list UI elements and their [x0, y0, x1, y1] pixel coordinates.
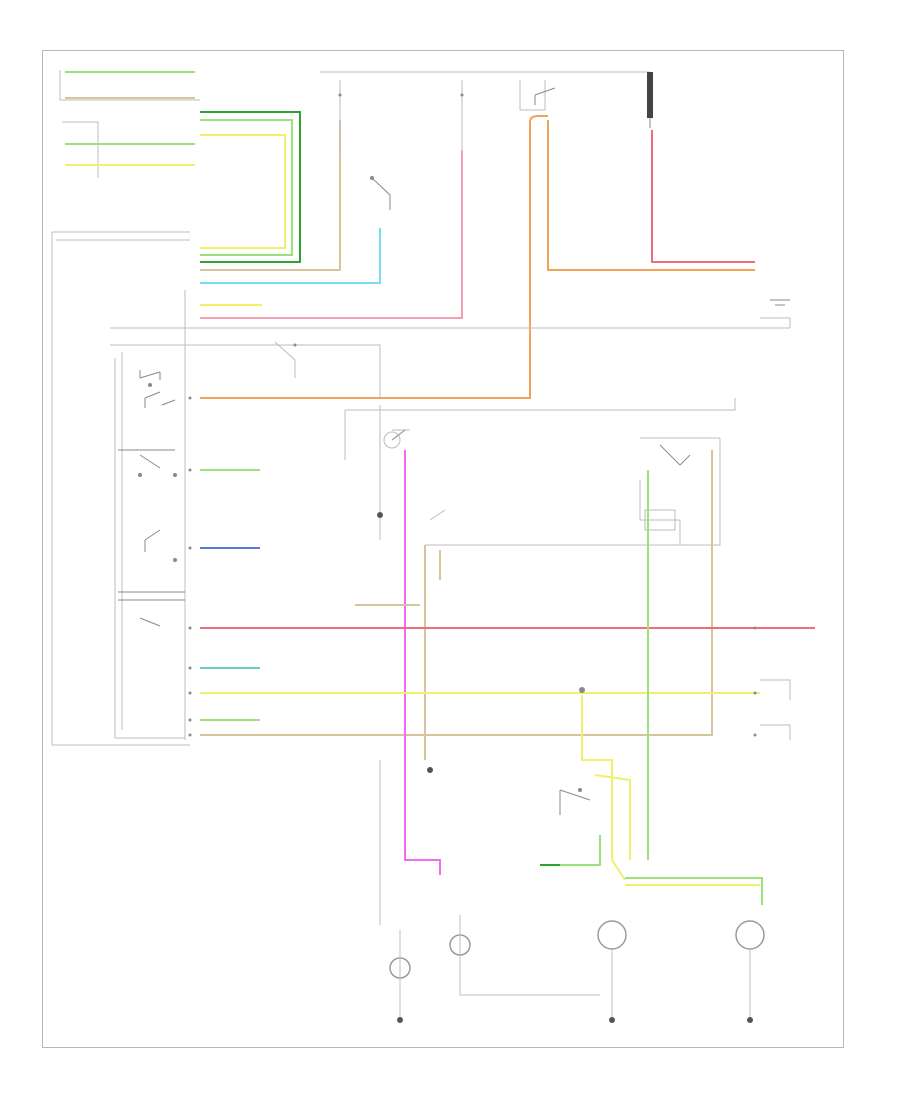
ground-icon	[609, 1017, 615, 1023]
left-module	[51, 70, 200, 746]
junction-node	[579, 687, 585, 693]
connector-dots	[188, 396, 757, 737]
ground-icon	[377, 512, 383, 518]
top-fuse-area	[320, 71, 650, 210]
orange-wire-right	[547, 120, 755, 271]
ground-icon	[397, 1017, 403, 1023]
battery-feed-wire	[651, 130, 755, 263]
diagram-frame	[42, 50, 844, 1048]
center-switch	[379, 405, 721, 546]
ground-icon	[427, 767, 433, 773]
ground-icon	[747, 1017, 753, 1023]
module-contact	[173, 558, 177, 562]
module-switches	[118, 370, 185, 627]
orange-wire-left	[200, 120, 531, 399]
tan-wire-bottom	[200, 450, 713, 736]
grey-buses	[110, 299, 791, 460]
module-contact	[173, 473, 177, 477]
module-contact	[138, 473, 142, 477]
lamps	[379, 760, 765, 1018]
ground-symbols	[377, 512, 753, 1023]
lower-junction	[540, 687, 763, 905]
junction-node	[578, 788, 582, 792]
top-left-wires	[65, 71, 463, 319]
headlamp-left	[597, 920, 627, 950]
headlamp-right	[735, 920, 765, 950]
module-contact	[148, 383, 152, 387]
dimmer-contact	[370, 176, 374, 180]
magenta-wire	[404, 450, 441, 875]
